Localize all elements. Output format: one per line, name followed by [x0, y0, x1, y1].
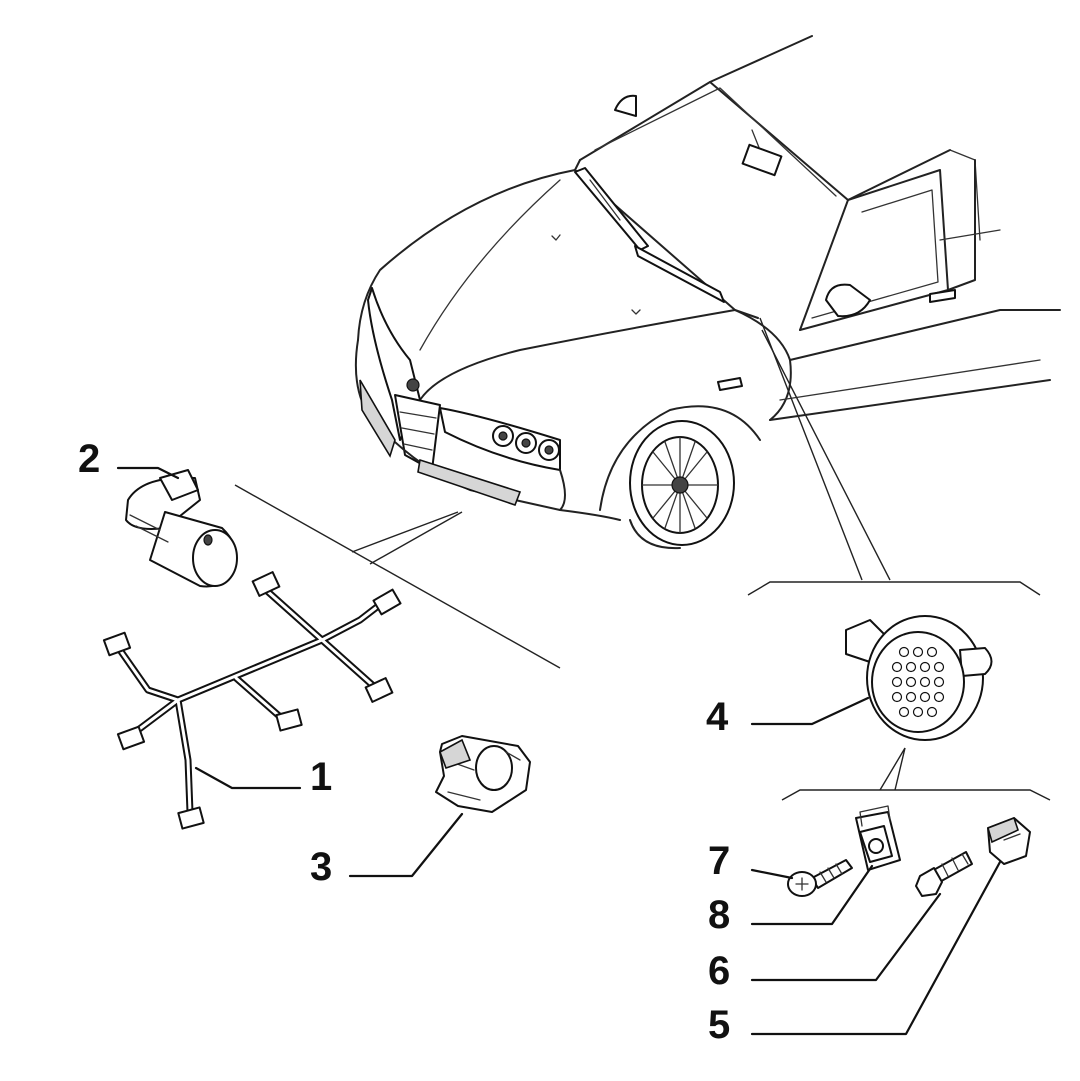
clip-nut-part-8	[855, 805, 901, 871]
nut-part-5	[987, 816, 1031, 865]
grille-hole	[891, 676, 903, 688]
grille-hole	[912, 646, 924, 658]
bolt-part-6	[915, 851, 973, 897]
grille-hole	[898, 646, 910, 658]
grille-hole	[919, 661, 931, 673]
screw-part-7	[787, 859, 853, 897]
grille-hole	[905, 676, 917, 688]
callout-2: 2	[78, 437, 100, 481]
callout-5: 5	[708, 1003, 730, 1047]
buzzer-unit-part-4	[845, 615, 993, 741]
grille-hole	[898, 706, 910, 718]
grille-hole	[933, 661, 945, 673]
callout-6: 6	[708, 949, 730, 993]
callout-4: 4	[706, 695, 729, 739]
grille-hole	[919, 691, 931, 703]
guide-lines	[234, 317, 1051, 801]
grille-hole	[905, 691, 917, 703]
grille-hole	[926, 706, 938, 718]
callout-8: 8	[708, 893, 730, 937]
grille-hole	[891, 661, 903, 673]
sensor-bracket-part-3	[435, 735, 531, 813]
callout-1: 1	[310, 755, 332, 799]
grille-hole	[926, 646, 938, 658]
callouts: 2 1 3 4 7 8 6 5	[78, 437, 730, 1047]
grille-hole	[933, 691, 945, 703]
callout-3: 3	[310, 845, 332, 889]
grille-hole	[912, 706, 924, 718]
callout-7: 7	[708, 839, 730, 883]
car-illustration	[354, 35, 1061, 550]
wiring-harness-part-1	[102, 571, 402, 830]
grille-hole	[891, 691, 903, 703]
buzzer-grille-holes	[891, 646, 945, 718]
leader-lines	[116, 466, 1002, 1036]
grille-hole	[933, 676, 945, 688]
grille-hole	[905, 661, 917, 673]
parking-sensor-part-2	[125, 469, 238, 588]
grille-hole	[919, 676, 931, 688]
